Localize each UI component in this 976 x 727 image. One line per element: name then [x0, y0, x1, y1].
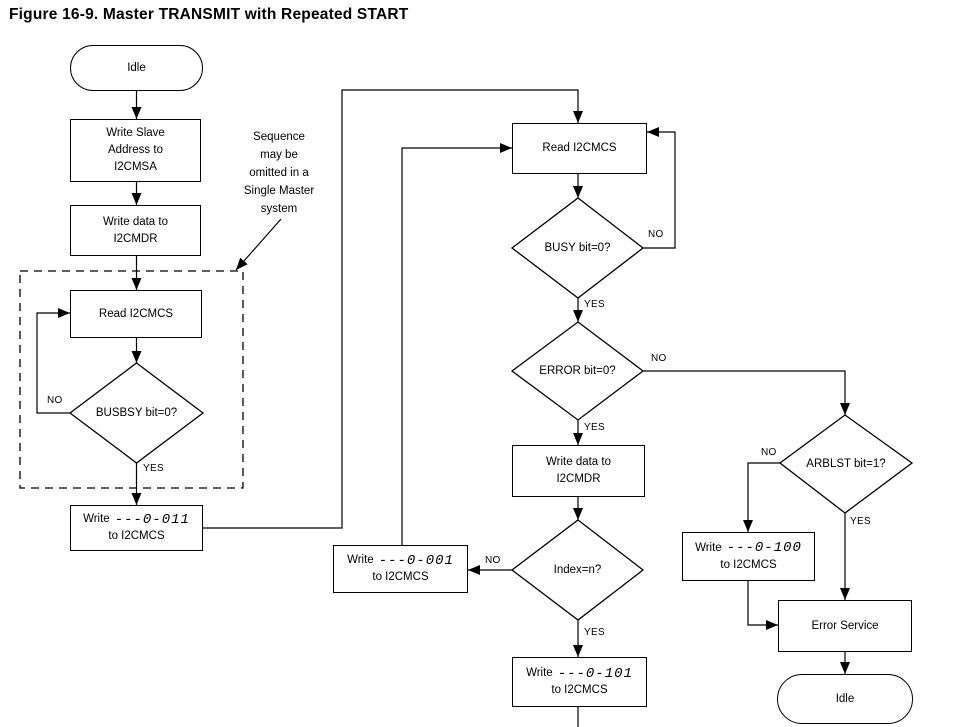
node-write-101-line2: to I2CMCS — [551, 684, 608, 696]
decision-arblst-shape — [778, 414, 914, 514]
node-write-001-line2: to I2CMCS — [372, 571, 429, 583]
register-value: ---0-101 — [557, 665, 633, 682]
node-error-service: Error Service — [778, 600, 912, 652]
register-value: ---0-001 — [378, 552, 454, 569]
edge-arblst-no-to-write-100 — [743, 462, 780, 532]
node-idle-start: Idle — [70, 45, 203, 91]
write-prefix: Write — [347, 554, 374, 566]
optional-sequence-dashed-region — [19, 270, 244, 489]
node-idle-end: Idle — [777, 674, 913, 724]
label-busy-yes: YES — [584, 299, 605, 310]
node-write-slave-address: Write Slave Address to I2CMSA — [70, 119, 201, 182]
label-error-no: NO — [651, 353, 667, 364]
decision-index-label: Index=n? — [553, 564, 602, 576]
label-index-no: NO — [485, 555, 501, 566]
edge-write-100-to-error-service — [747, 581, 778, 630]
label-busy-no: NO — [648, 229, 664, 240]
label-arblst-no: NO — [761, 447, 777, 458]
node-write-data-top: Write data to I2CMDR — [70, 205, 201, 256]
label-arblst-yes: YES — [850, 516, 871, 527]
decision-error-label: ERROR bit=0? — [539, 365, 616, 377]
decision-busy-label: BUSY bit=0? — [544, 242, 611, 254]
label-index-yes: YES — [584, 627, 605, 638]
register-value: ---0-100 — [726, 540, 802, 556]
edge-busy-no-loop — [643, 127, 676, 249]
write-prefix: Write — [83, 513, 110, 525]
write-prefix: Write — [695, 541, 722, 554]
node-write-101-line1: Write ---0-101 — [526, 665, 633, 682]
edge-write-001-to-read-main — [401, 143, 512, 545]
node-write-data-mid: Write data to I2CMDR — [512, 445, 645, 497]
node-write-100-line2: to I2CMCS — [720, 558, 777, 571]
decision-busbsy-shape — [68, 362, 205, 464]
edge-error-no-to-arblst — [643, 370, 850, 415]
label-error-yes: YES — [584, 422, 605, 433]
decision-index-shape — [510, 519, 645, 621]
node-write-011: Write ---0-011 to I2CMCS — [70, 505, 203, 551]
figure-title: Figure 16-9. Master TRANSMIT with Repeat… — [9, 6, 409, 23]
node-write-011-line1: Write ---0-011 — [83, 511, 190, 528]
node-write-100: Write ---0-100 to I2CMCS — [682, 532, 815, 581]
node-write-001-line1: Write ---0-001 — [347, 552, 454, 569]
register-value: ---0-011 — [114, 511, 190, 528]
node-write-001: Write ---0-001 to I2CMCS — [333, 545, 468, 593]
edge-busbsy-no-loop — [36, 308, 70, 414]
decision-error-shape — [510, 321, 645, 421]
label-busbsy-no: NO — [47, 395, 63, 406]
node-read-i2cmcs-main: Read I2CMCS — [512, 123, 647, 174]
node-write-011-line2: to I2CMCS — [108, 530, 165, 542]
node-write-101: Write ---0-101 to I2CMCS — [512, 657, 647, 707]
decision-busy-shape — [510, 197, 645, 299]
decision-arblst-label: ARBLST bit=1? — [806, 458, 886, 470]
node-read-i2cmcs-left: Read I2CMCS — [70, 290, 202, 338]
sequence-note: Sequence may be omitted in a Single Mast… — [243, 131, 315, 215]
label-busbsy-yes: YES — [143, 463, 164, 474]
edge-write-011-to-read-main — [203, 89, 583, 529]
node-write-100-line1: Write ---0-100 — [695, 540, 802, 557]
decision-busbsy-label: BUSBSY bit=0? — [95, 407, 178, 419]
edge-note-arrow — [235, 218, 282, 271]
write-prefix: Write — [526, 667, 553, 679]
